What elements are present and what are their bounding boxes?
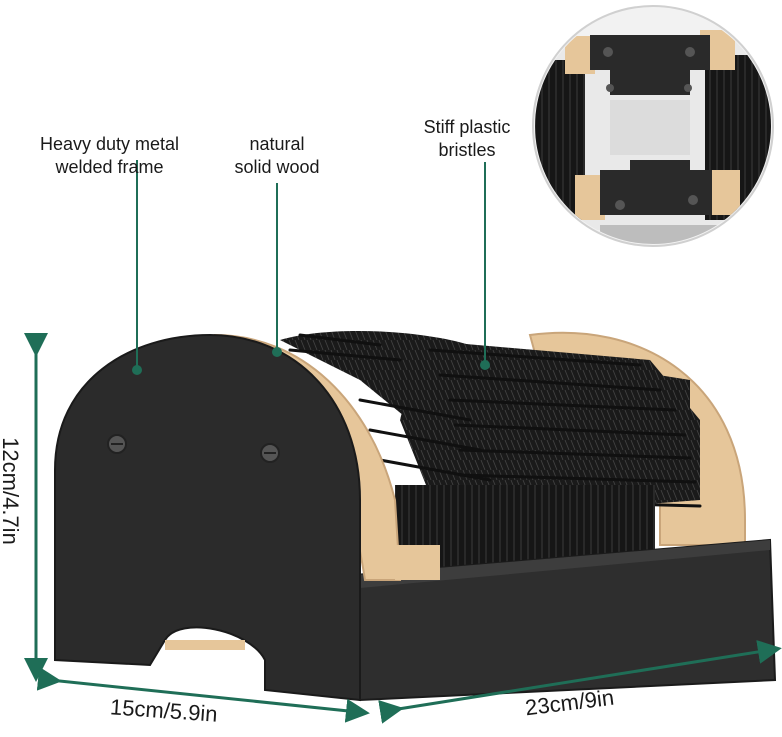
- dimension-height: 12cm/4.7in: [0, 437, 23, 545]
- label-line: welded frame: [55, 157, 164, 177]
- dimension-arrows: [24, 333, 782, 724]
- label-line: Heavy duty metal: [39, 134, 180, 154]
- bristles: [280, 330, 702, 575]
- label-metal-frame: Heavy duty metal welded frame: [12, 133, 207, 179]
- label-line: bristles: [438, 140, 496, 160]
- label-line: Stiff plastic: [423, 117, 511, 137]
- label-plastic-bristles: Stiff plastic bristles: [392, 116, 542, 162]
- label-line: natural: [249, 134, 305, 154]
- leader-lines: [136, 160, 486, 370]
- label-line: solid wood: [234, 157, 320, 177]
- label-solid-wood: natural solid wood: [212, 133, 342, 179]
- metal-end-plate: [54, 333, 361, 702]
- detail-inset: [532, 5, 774, 247]
